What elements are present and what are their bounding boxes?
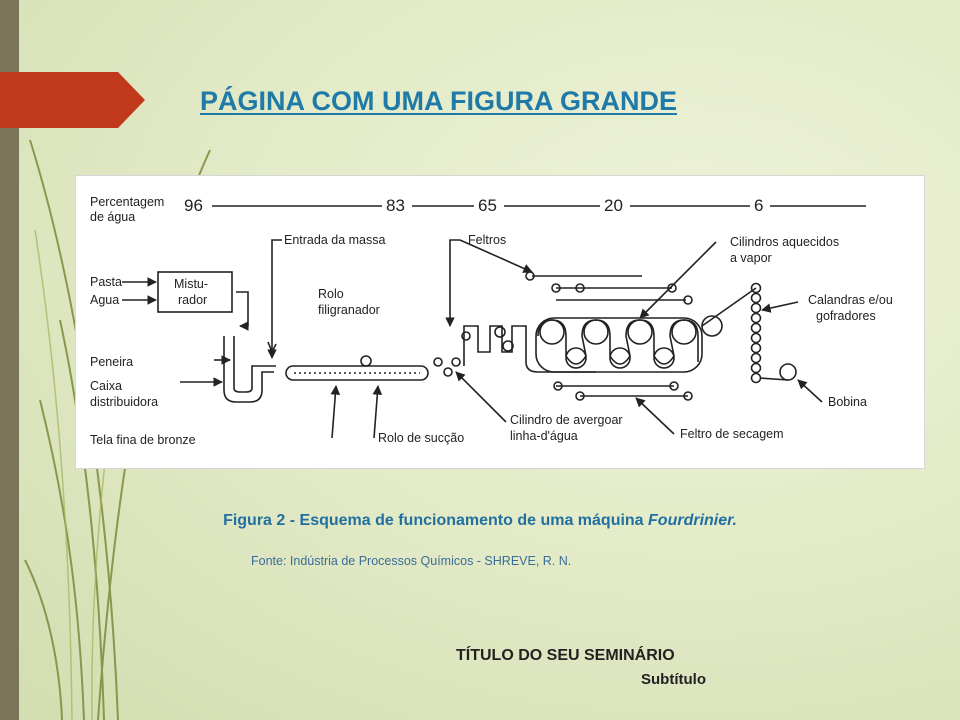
press-felt	[463, 325, 596, 373]
label-tela: Tela fina de bronze	[90, 433, 196, 447]
fourdrinier-diagram: Percentagem de água 96 83 65 20 6 Entrad…	[90, 194, 893, 447]
caption-text: Figura 2 - Esquema de funcionamento de u…	[223, 512, 649, 529]
water-value: 20	[604, 196, 623, 215]
label-peneira: Peneira	[90, 355, 133, 369]
water-value: 96	[184, 196, 203, 215]
drying-cylinders	[535, 317, 703, 373]
label-cilindro-avergoar-2: linha-d'água	[510, 429, 578, 443]
label-rolo-2: filigranador	[318, 303, 380, 317]
water-value: 6	[754, 196, 763, 215]
label-pasta: Pasta	[90, 275, 122, 289]
bobina-roll	[779, 363, 797, 381]
water-value: 65	[478, 196, 497, 215]
calender-stack	[750, 282, 762, 384]
label-rolo-1: Rolo	[318, 287, 344, 301]
label-bobina: Bobina	[828, 395, 867, 409]
label-caixa-2: distribuidora	[90, 395, 158, 409]
water-label-line1: Percentagem	[90, 195, 164, 209]
label-entrada-massa: Entrada da massa	[284, 233, 385, 247]
label-cilindro-avergoar-1: Cilindro de avergoar	[510, 413, 623, 427]
figure-caption: Figura 2 - Esquema de funcionamento de u…	[0, 512, 960, 530]
page-title: PÁGINA COM UMA FIGURA GRANDE	[200, 86, 677, 116]
label-cilindros-2: a vapor	[730, 251, 772, 265]
caixa-distribuidora	[223, 336, 274, 403]
label-misturador-1: Mistu-	[174, 277, 208, 291]
label-rolo-succao: Rolo de sucção	[378, 431, 464, 445]
fourdrinier-figure: Percentagem de água 96 83 65 20 6 Entrad…	[76, 176, 924, 468]
seminar-title: TÍTULO DO SEU SEMINÁRIO	[456, 647, 675, 664]
sidebar-bar	[0, 0, 19, 720]
tela-bronze	[285, 365, 429, 381]
label-agua: Agua	[90, 293, 119, 307]
water-label-line2: de água	[90, 210, 135, 224]
water-values: 96 83 65 20 6	[180, 194, 770, 215]
misturador-box	[157, 271, 233, 313]
label-caixa-1: Caixa	[90, 379, 122, 393]
label-feltros: Feltros	[468, 233, 506, 247]
figure-source: Fonte: Indústria de Processos Químicos -…	[251, 554, 572, 568]
label-calandras-1: Calandras e/ou	[808, 293, 893, 307]
label-cilindros-1: Cilindros aquecidos	[730, 235, 839, 249]
caption-italic: Fourdrinier.	[648, 512, 737, 529]
water-value: 83	[386, 196, 405, 215]
title-arrow-tab	[0, 72, 145, 128]
seminar-subtitle: Subtítulo	[641, 671, 706, 688]
label-misturador-2: rador	[178, 293, 207, 307]
label-calandras-2: gofradores	[816, 309, 876, 323]
label-feltro-secagem: Feltro de secagem	[680, 427, 784, 441]
rolo-filigranador	[360, 355, 372, 367]
